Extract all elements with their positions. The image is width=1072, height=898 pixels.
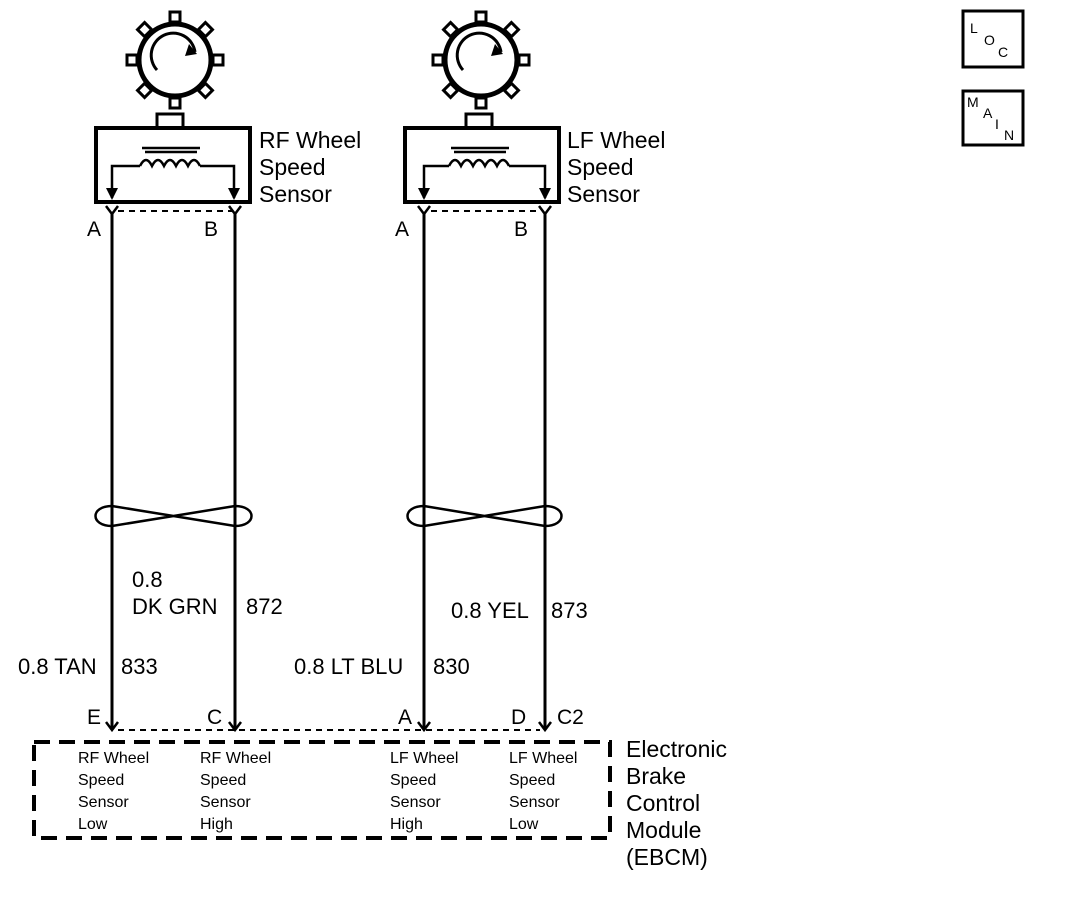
- svg-text:Low: Low: [509, 816, 539, 833]
- lf-sensor-name-line2: Speed: [567, 154, 634, 180]
- svg-text:LF Wheel: LF Wheel: [390, 750, 458, 767]
- svg-text:High: High: [390, 816, 423, 833]
- rf-reluctor-wheel-icon: [125, 10, 225, 110]
- sensor-connector-lines: [118, 210, 540, 731]
- svg-text:O: O: [984, 32, 995, 48]
- lf-sensor-name-line3: Sensor: [567, 181, 640, 207]
- lf-low-wire-circuit: 873: [551, 598, 588, 623]
- lf-twisted-pair-icon: [406, 504, 563, 528]
- ebcm-terminal-rf-high: RF Wheel Speed Sensor High: [200, 750, 271, 833]
- rf-sensor-coil-icon: [110, 146, 236, 198]
- ebcm-terminal-lf-high: LF Wheel Speed Sensor High: [390, 750, 458, 833]
- svg-text:C: C: [998, 44, 1008, 60]
- svg-text:L: L: [970, 20, 978, 36]
- svg-text:Brake: Brake: [626, 763, 686, 789]
- rf-high-wire-color: DK GRN: [132, 594, 218, 619]
- ebcm-pin-a: A: [398, 706, 412, 729]
- svg-text:M: M: [967, 94, 979, 110]
- svg-text:A: A: [983, 105, 993, 121]
- svg-text:N: N: [1004, 127, 1014, 143]
- main-icon[interactable]: M A I N: [961, 89, 1025, 147]
- svg-text:Module: Module: [626, 817, 701, 843]
- lf-high-wire-size-color: 0.8 LT BLU: [294, 654, 403, 679]
- lf-reluctor-wheel-icon: [431, 10, 531, 110]
- rf-high-wire-circuit: 872: [246, 594, 283, 619]
- rf-wheel-speed-sensor: RF Wheel Speed Sensor A B: [87, 10, 361, 241]
- svg-text:High: High: [200, 816, 233, 833]
- svg-text:(EBCM): (EBCM): [626, 844, 708, 870]
- rf-sensor-name-line3: Sensor: [259, 181, 332, 207]
- lf-low-wire-size-color: 0.8 YEL: [451, 598, 529, 623]
- rf-sensor-name-line1: RF Wheel: [259, 127, 361, 153]
- svg-text:Sensor: Sensor: [509, 794, 560, 811]
- ebcm-module: RF Wheel Speed Sensor Low RF Wheel Speed…: [32, 736, 727, 870]
- ebcm-name: Electronic Brake Control Module (EBCM): [626, 736, 727, 870]
- ebcm-connector-id: C2: [557, 706, 584, 729]
- ebcm-terminal-rf-low: RF Wheel Speed Sensor Low: [78, 750, 149, 833]
- svg-text:I: I: [995, 116, 999, 132]
- rf-pin-b: B: [204, 218, 218, 241]
- ebcm-pin-c: C: [207, 706, 222, 729]
- svg-text:Sensor: Sensor: [200, 794, 251, 811]
- location-icon[interactable]: L O C: [961, 9, 1025, 69]
- rf-high-wire-size: 0.8: [132, 567, 163, 592]
- svg-text:Speed: Speed: [78, 772, 124, 789]
- svg-text:Sensor: Sensor: [78, 794, 129, 811]
- svg-text:RF Wheel: RF Wheel: [200, 750, 271, 767]
- svg-text:LF Wheel: LF Wheel: [509, 750, 577, 767]
- rf-low-wire-size-color: 0.8 TAN: [18, 654, 97, 679]
- wires: [110, 212, 547, 728]
- lf-pin-a: A: [395, 218, 409, 241]
- svg-text:Speed: Speed: [390, 772, 436, 789]
- lf-pin-b: B: [514, 218, 528, 241]
- ebcm-pin-d: D: [511, 706, 526, 729]
- lf-sensor-name-line1: LF Wheel: [567, 127, 665, 153]
- svg-text:Control: Control: [626, 790, 700, 816]
- svg-text:Sensor: Sensor: [390, 794, 441, 811]
- lf-high-wire-circuit: 830: [433, 654, 470, 679]
- lf-sensor-coil-icon: [422, 146, 547, 198]
- connector-terminal-marks: [105, 205, 552, 733]
- rf-twisted-pair-icon: [94, 504, 253, 528]
- ebcm-terminal-lf-low: LF Wheel Speed Sensor Low: [509, 750, 577, 833]
- rf-low-wire-circuit: 833: [121, 654, 158, 679]
- lf-wheel-speed-sensor: LF Wheel Speed Sensor A B: [395, 10, 665, 241]
- svg-text:Low: Low: [78, 816, 108, 833]
- svg-text:Electronic: Electronic: [626, 736, 727, 762]
- svg-text:Speed: Speed: [200, 772, 246, 789]
- svg-text:Speed: Speed: [509, 772, 555, 789]
- svg-text:RF Wheel: RF Wheel: [78, 750, 149, 767]
- rf-sensor-name-line2: Speed: [259, 154, 326, 180]
- ebcm-pin-e: E: [87, 706, 101, 729]
- rf-pin-a: A: [87, 218, 101, 241]
